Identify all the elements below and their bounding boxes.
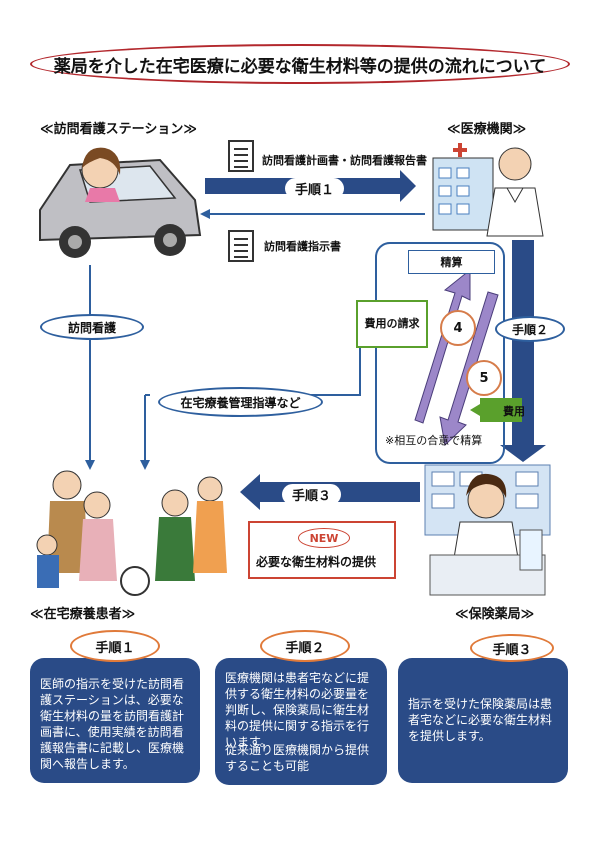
step2-card-body: 医療機関は患者宅などに提供する衛生材料の必要量を判断し、保険薬局に衛生材料の提供… bbox=[225, 671, 370, 749]
mutual-note: ※相互の合意で精算 bbox=[385, 434, 483, 447]
number-5-badge: 5 bbox=[466, 360, 502, 396]
step2-card-heading: 手順２ bbox=[260, 630, 350, 662]
home-management-label: 在宅療養管理指導など bbox=[158, 387, 323, 417]
station-label: ≪訪問看護ステーション≫ bbox=[40, 122, 197, 137]
cost-claim-label: 費用の請求 bbox=[356, 300, 428, 348]
instruction-label: 訪問看護指示書 bbox=[264, 240, 341, 253]
step1-card-heading: 手順１ bbox=[70, 630, 160, 662]
visit-nursing-label: 訪問看護 bbox=[40, 314, 144, 340]
plan-report-label: 訪問看護計画書・訪問看護報告書 bbox=[262, 154, 427, 167]
new-badge: NEW bbox=[298, 528, 350, 548]
pharmacist-illustration bbox=[424, 464, 551, 596]
step3-card: 指示を受けた保険薬局は患者宅などに必要な衛生材料を提供します。 bbox=[398, 658, 568, 783]
provide-materials-box: NEW 必要な衛生材料の提供 bbox=[248, 521, 396, 579]
step2-card-body2: 従来通り医療機関から提供することも可能 bbox=[225, 743, 370, 773]
step1-card-body: 医師の指示を受けた訪問看護ステーションは、必要な衛生材料の量を訪問看護計画書に、… bbox=[40, 677, 185, 771]
patients-family-illustration bbox=[36, 470, 227, 596]
step2-label: 手順２ bbox=[495, 316, 565, 342]
pharmacy-label: ≪保険薬局≫ bbox=[455, 607, 535, 622]
step1-label: 手順１ bbox=[285, 178, 345, 199]
page-title: 薬局を介した在宅医療に必要な衛生材料等の提供の流れについて bbox=[30, 44, 570, 84]
step2-card: 医療機関は患者宅などに提供する衛生材料の必要量を判断し、保険薬局に衛生材料の提供… bbox=[215, 658, 387, 785]
cost-label: 費用 bbox=[503, 405, 525, 418]
patient-label: ≪在宅療養患者≫ bbox=[30, 607, 136, 622]
number-4-badge: 4 bbox=[440, 310, 476, 346]
nurse-car-illustration bbox=[39, 147, 202, 258]
provide-materials-label: 必要な衛生材料の提供 bbox=[256, 555, 377, 569]
doctor-hospital-illustration bbox=[432, 143, 544, 237]
step1-card: 医師の指示を受けた訪問看護ステーションは、必要な衛生材料の量を訪問看護計画書に、… bbox=[30, 658, 200, 783]
settlement-label: 精算 bbox=[408, 250, 495, 274]
step3-card-body: 指示を受けた保険薬局は患者宅などに必要な衛生材料を提供します。 bbox=[408, 697, 553, 743]
document-icon bbox=[228, 230, 254, 262]
step3-card-heading: 手順３ bbox=[470, 634, 554, 662]
document-icon bbox=[228, 140, 254, 172]
step3-label: 手順３ bbox=[282, 484, 342, 505]
medical-label: ≪医療機関≫ bbox=[447, 122, 527, 137]
